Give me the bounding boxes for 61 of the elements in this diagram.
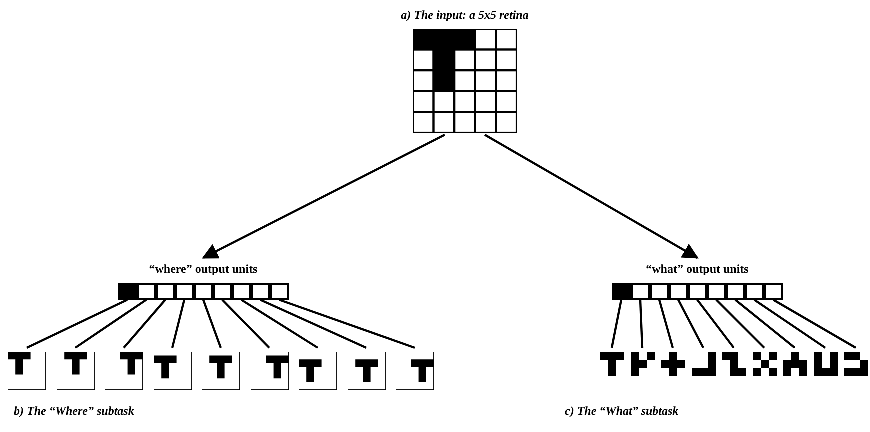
subtask-caption: b) The “Where” subtask	[14, 404, 134, 419]
shape-pattern-picture	[844, 352, 868, 376]
connector-line	[734, 299, 796, 349]
output-unit	[194, 283, 213, 300]
shifted-pattern-picture	[154, 352, 192, 390]
connector-line	[260, 299, 367, 349]
output-unit	[270, 283, 289, 300]
shape-pattern-picture	[692, 352, 716, 376]
connector-line	[610, 300, 623, 348]
output-unit	[213, 283, 232, 300]
connector-line	[222, 299, 270, 349]
group-heading: “where” output units	[148, 262, 259, 277]
arrow	[484, 134, 699, 259]
output-unit	[707, 283, 726, 300]
output-unit	[688, 283, 707, 300]
shape-pattern-picture	[783, 352, 807, 376]
output-unit	[631, 283, 650, 300]
connector-line	[678, 300, 704, 348]
connector-line	[171, 300, 186, 348]
output-unit	[650, 283, 669, 300]
output-unit	[251, 283, 270, 300]
connector-line	[74, 299, 148, 349]
connector-line	[279, 298, 416, 350]
output-unit	[764, 283, 783, 300]
active-output-unit	[118, 283, 137, 300]
output-unit	[669, 283, 688, 300]
connector-line	[26, 299, 128, 349]
shifted-pattern-picture	[299, 352, 337, 390]
shape-pattern-picture	[661, 352, 685, 376]
output-unit	[156, 283, 175, 300]
subtask-caption: c) The “What” subtask	[565, 404, 679, 419]
connector-line	[123, 299, 166, 349]
shifted-pattern-picture	[202, 352, 240, 390]
shape-pattern-picture	[600, 352, 624, 376]
output-unit	[232, 283, 251, 300]
shifted-pattern-picture	[105, 352, 143, 390]
shape-pattern-picture	[722, 352, 746, 376]
shifted-pattern-picture	[250, 352, 288, 390]
output-unit	[726, 283, 745, 300]
connector-line	[754, 299, 826, 349]
connector-line	[696, 299, 735, 349]
shifted-pattern-picture	[8, 352, 46, 390]
active-output-unit	[612, 283, 631, 300]
group-heading: “what” output units	[645, 262, 750, 277]
shifted-pattern-picture	[56, 352, 94, 390]
output-unit	[175, 283, 194, 300]
connector-line	[639, 300, 644, 348]
connector-line	[716, 299, 766, 349]
shifted-pattern-picture	[348, 352, 386, 390]
shape-pattern-picture	[752, 352, 776, 376]
connector-line	[772, 299, 857, 349]
connector-line	[240, 299, 319, 349]
shifted-pattern-picture	[396, 352, 434, 390]
output-unit	[745, 283, 764, 300]
shape-pattern-picture	[814, 352, 838, 376]
connector-line	[658, 300, 674, 348]
shape-pattern-picture	[630, 352, 654, 376]
arrow	[202, 134, 446, 259]
connector-line	[202, 300, 222, 348]
output-unit	[137, 283, 156, 300]
panel-title: a) The input: a 5x5 retina	[400, 8, 530, 23]
